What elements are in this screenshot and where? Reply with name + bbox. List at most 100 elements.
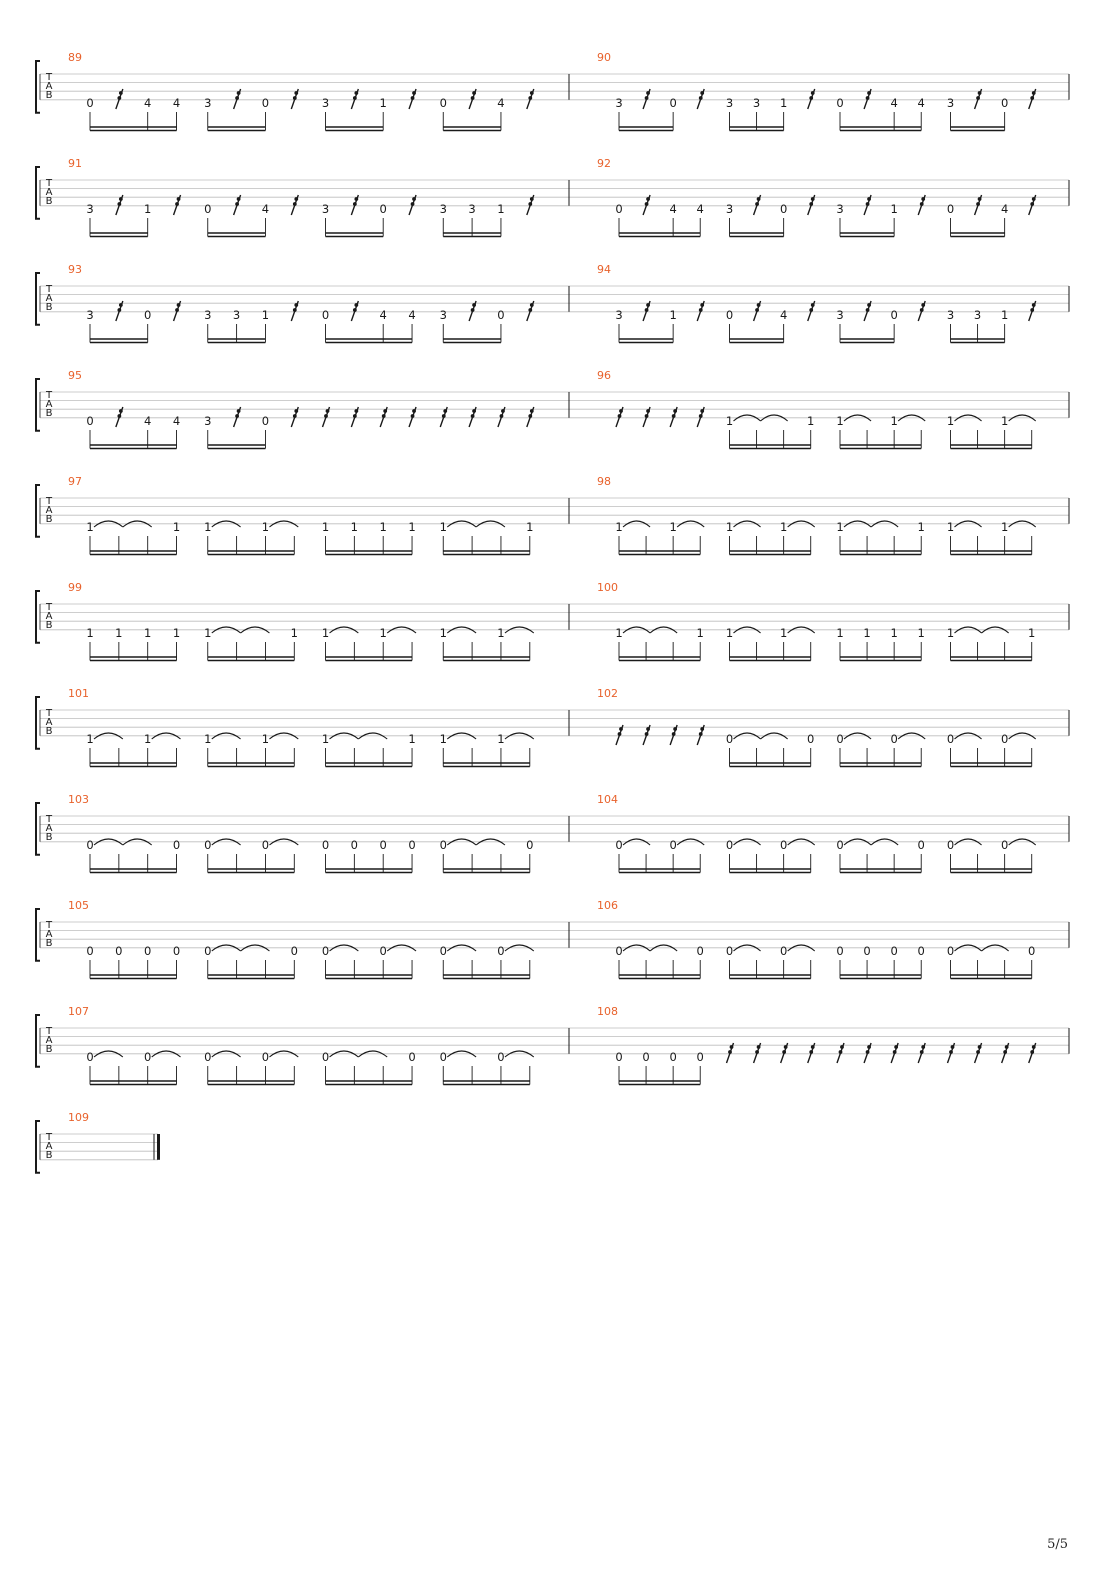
- sixteenth-rest: [807, 300, 816, 322]
- tie-arc: [475, 838, 506, 846]
- sixteenth-rest: [807, 194, 816, 216]
- sixteenth-rest: [497, 406, 506, 428]
- fret-number: 4: [697, 202, 704, 216]
- fret-number: 1: [322, 732, 329, 746]
- fret-number: 4: [173, 96, 180, 110]
- tie-arc: [269, 838, 299, 846]
- fret-number: 0: [890, 732, 897, 746]
- sixteenth-rest: [1000, 1042, 1010, 1064]
- fret-number: 1: [1028, 626, 1035, 640]
- fret-number: 0: [322, 308, 329, 322]
- tie-arc: [269, 520, 299, 528]
- fret-number: 1: [204, 626, 211, 640]
- measure-number: 101: [68, 687, 89, 700]
- tie-arc: [446, 732, 477, 740]
- fret-number: 0: [408, 838, 415, 852]
- fret-number: 1: [780, 520, 787, 534]
- fret-number: 0: [204, 838, 211, 852]
- system-bracket: [35, 166, 40, 220]
- fret-number: 0: [947, 944, 954, 958]
- fret-number: 1: [497, 626, 504, 640]
- tie-arc: [93, 520, 124, 528]
- sixteenth-rest: [642, 300, 651, 322]
- fret-number: 0: [408, 1050, 415, 1064]
- tab-clef-letter: A: [46, 293, 53, 304]
- sixteenth-rest: [408, 406, 417, 428]
- tab-clef-letter: B: [46, 620, 53, 631]
- fret-number: 1: [726, 520, 733, 534]
- tie-arc: [954, 732, 982, 740]
- tie-arc: [733, 732, 761, 740]
- sixteenth-rest: [752, 1042, 762, 1064]
- fret-number: 1: [836, 626, 843, 640]
- tie-arc: [1008, 732, 1037, 740]
- measure-number: 103: [68, 793, 89, 806]
- fret-number: 0: [615, 944, 622, 958]
- sixteenth-rest: [752, 300, 762, 322]
- fret-number: 0: [204, 202, 211, 216]
- sixteenth-rest: [526, 300, 535, 322]
- tie-arc: [475, 520, 506, 528]
- sixteenth-rest: [973, 194, 983, 216]
- system-bracket: [35, 60, 40, 114]
- sixteenth-rest: [172, 194, 182, 216]
- tab-clef-letter: T: [45, 708, 53, 719]
- sixteenth-rest: [350, 194, 360, 216]
- fret-number: 3: [86, 202, 93, 216]
- fret-number: 1: [1001, 414, 1008, 428]
- sixteenth-rest: [725, 1042, 735, 1064]
- fret-number: 1: [408, 732, 415, 746]
- sixteenth-rest: [917, 300, 926, 322]
- tie-arc: [329, 626, 359, 634]
- fret-number: 1: [173, 626, 180, 640]
- fret-number: 0: [86, 838, 93, 852]
- fret-number: 0: [322, 1050, 329, 1064]
- fret-number: 0: [780, 838, 787, 852]
- tie-arc: [760, 414, 789, 422]
- sixteenth-rest: [890, 1042, 899, 1064]
- tie-arc: [240, 944, 270, 952]
- tie-arc: [1008, 414, 1037, 422]
- system-bracket: [35, 802, 40, 856]
- fret-number: 3: [468, 202, 475, 216]
- sixteenth-rest: [642, 88, 651, 110]
- fret-number: 0: [526, 838, 533, 852]
- tie-arc: [329, 1050, 359, 1058]
- tie-arc: [504, 1050, 535, 1058]
- tie-arc: [897, 732, 926, 740]
- fret-number: 4: [408, 308, 415, 322]
- sixteenth-rest: [172, 300, 182, 322]
- tie-arc: [843, 414, 872, 422]
- fret-number: 1: [697, 626, 704, 640]
- sixteenth-rest: [350, 406, 360, 428]
- sixteenth-rest: [290, 88, 299, 110]
- fret-number: 0: [440, 838, 447, 852]
- fret-number: 0: [173, 944, 180, 958]
- fret-number: 0: [497, 308, 504, 322]
- fret-number: 1: [615, 520, 622, 534]
- system-bracket: [35, 272, 40, 326]
- fret-number: 0: [890, 944, 897, 958]
- sixteenth-rest: [468, 300, 477, 322]
- sixteenth-rest: [379, 406, 388, 428]
- tab-clef-letter: T: [45, 920, 53, 931]
- fret-number: 4: [144, 414, 151, 428]
- tie-arc: [733, 520, 761, 528]
- fret-number: 3: [947, 96, 954, 110]
- tab-clef-letter: B: [46, 1150, 53, 1161]
- sixteenth-rest: [863, 88, 872, 110]
- measure-number: 99: [68, 581, 82, 594]
- fret-number: 1: [380, 520, 387, 534]
- tab-clef-letter: B: [46, 832, 53, 843]
- tie-arc: [954, 838, 982, 846]
- fret-number: 1: [890, 414, 897, 428]
- tab-clef-letter: B: [46, 1044, 53, 1055]
- tie-arc: [676, 520, 705, 528]
- tie-arc: [446, 1050, 477, 1058]
- fret-number: 0: [291, 944, 298, 958]
- sixteenth-rest: [615, 406, 624, 428]
- fret-number: 0: [322, 838, 329, 852]
- tie-arc: [446, 626, 477, 634]
- tie-arc: [504, 626, 535, 634]
